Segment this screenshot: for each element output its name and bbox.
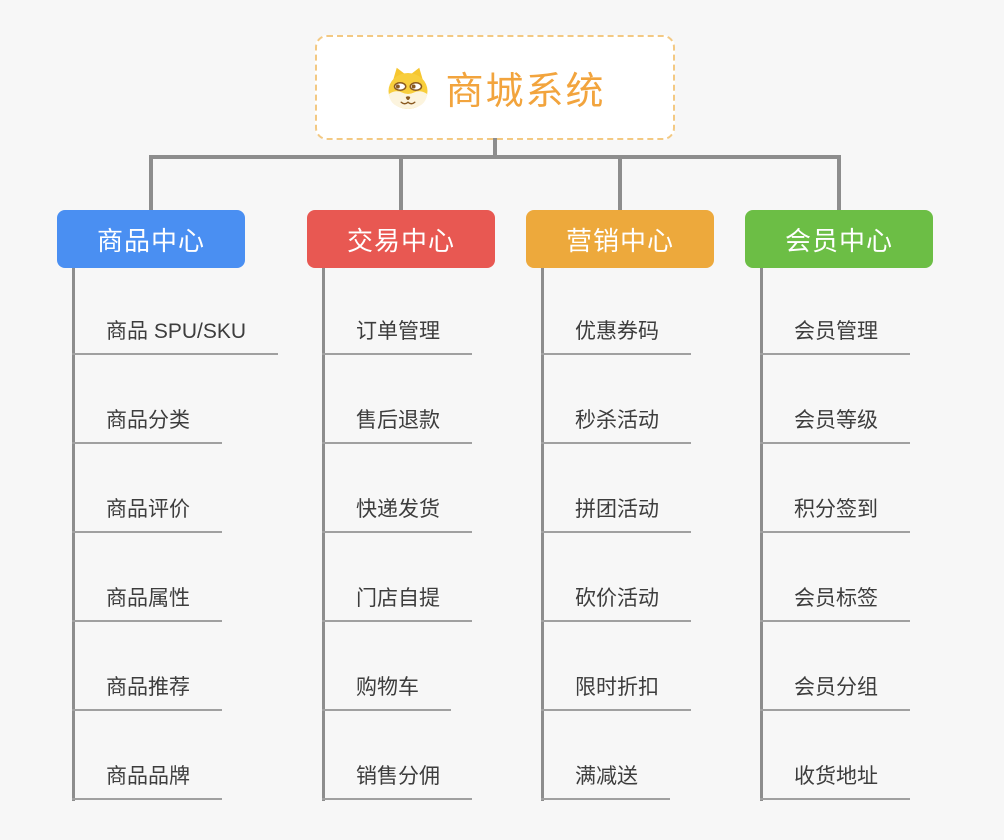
leaf-node-product-attribute[interactable]: 商品属性	[72, 586, 222, 623]
leaf-node-product-review[interactable]: 商品评价	[72, 497, 222, 534]
branch-node-member-center[interactable]: 会员中心	[745, 210, 933, 268]
leaf-node-sales-commission[interactable]: 销售分佣	[322, 764, 472, 801]
leaf-node-member-management[interactable]: 会员管理	[760, 319, 910, 356]
branch-node-product-center[interactable]: 商品中心	[57, 210, 245, 268]
branch-node-marketing-center[interactable]: 营销中心	[526, 210, 714, 268]
leaf-node-express-shipping[interactable]: 快递发货	[322, 497, 472, 534]
leaf-node-member-level[interactable]: 会员等级	[760, 408, 910, 445]
connector-drop-member	[837, 155, 841, 211]
root-node-label: 商城系统	[445, 71, 606, 113]
connector-drop-marketing	[618, 155, 622, 211]
leaf-node-order-management[interactable]: 订单管理	[322, 319, 472, 356]
leaf-node-member-tag[interactable]: 会员标签	[760, 586, 910, 623]
connector-drop-trade	[399, 155, 403, 211]
branch-node-trade-center[interactable]: 交易中心	[307, 210, 495, 268]
connector-trunk-trade	[322, 268, 325, 801]
leaf-node-aftersale-refund[interactable]: 售后退款	[322, 408, 472, 445]
connector-trunk-member	[760, 268, 763, 801]
connector-trunk-product	[72, 268, 75, 801]
leaf-node-coupon-code[interactable]: 优惠券码	[541, 319, 691, 356]
connector-root-stub	[493, 138, 497, 158]
leaf-node-spend-and-save[interactable]: 满减送	[541, 764, 670, 801]
leaf-node-product-category[interactable]: 商品分类	[72, 408, 222, 445]
connector-trunk-marketing	[541, 268, 544, 801]
leaf-node-product-brand[interactable]: 商品品牌	[72, 764, 222, 801]
root-node[interactable]: 商城系统	[315, 35, 675, 140]
dog-face-icon	[388, 67, 428, 109]
leaf-node-group-buy[interactable]: 拼团活动	[541, 497, 691, 534]
leaf-node-points-checkin[interactable]: 积分签到	[760, 497, 910, 534]
leaf-node-flash-sale[interactable]: 秒杀活动	[541, 408, 691, 445]
connector-bus	[149, 155, 841, 159]
connector-drop-product	[149, 155, 153, 211]
leaf-node-limited-time-discount[interactable]: 限时折扣	[541, 675, 691, 712]
leaf-node-product-spu-sku[interactable]: 商品 SPU/SKU	[72, 319, 279, 356]
leaf-node-product-recommend[interactable]: 商品推荐	[72, 675, 222, 712]
leaf-node-shopping-cart[interactable]: 购物车	[322, 675, 451, 712]
leaf-node-store-pickup[interactable]: 门店自提	[322, 586, 472, 623]
leaf-node-shipping-address[interactable]: 收货地址	[760, 764, 910, 801]
leaf-node-member-group[interactable]: 会员分组	[760, 675, 910, 712]
leaf-node-bargain-activity[interactable]: 砍价活动	[541, 586, 691, 623]
